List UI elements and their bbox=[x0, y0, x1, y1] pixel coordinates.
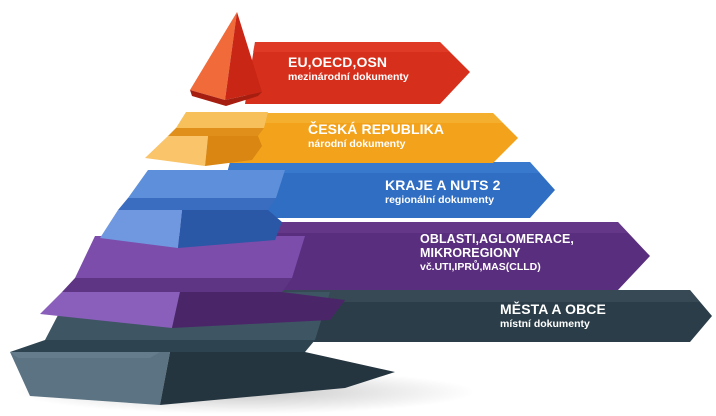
label-level-5: MĚSTA A OBCE místní dokumenty bbox=[500, 301, 606, 330]
pyramid-layer-3 bbox=[100, 170, 285, 248]
banner-level-3 bbox=[215, 162, 555, 218]
pyramid-layer-1 bbox=[190, 12, 262, 106]
label-level-4-title-line1: OBLASTI,AGLOMERACE, bbox=[420, 232, 574, 246]
label-level-1-subtitle: mezinárodní dokumenty bbox=[288, 70, 409, 83]
label-level-2: ČESKÁ REPUBLIKA národní dokumenty bbox=[308, 121, 445, 150]
label-level-4-subtitle: vč.UTI,IPRŮ,MAS(CLLD) bbox=[420, 261, 541, 273]
label-level-2-title: ČESKÁ REPUBLIKA bbox=[308, 121, 445, 137]
label-level-3-title: KRAJE A NUTS 2 bbox=[385, 177, 501, 193]
pyramid-layer-4 bbox=[40, 236, 345, 328]
label-level-5-title: MĚSTA A OBCE bbox=[500, 301, 606, 317]
label-level-4-title-line2: MIKROREGIONY bbox=[420, 246, 521, 260]
banner-level-2 bbox=[230, 113, 518, 163]
banner-level-4 bbox=[230, 222, 650, 290]
label-level-1-title: EU,OECD,OSN bbox=[288, 54, 388, 70]
pyramid-layer-2 bbox=[145, 112, 268, 166]
banner-level-1 bbox=[245, 42, 470, 104]
label-level-3-subtitle: regionální dokumenty bbox=[385, 193, 495, 206]
label-level-3: KRAJE A NUTS 2 regionální dokumenty bbox=[385, 177, 501, 206]
label-level-4: OBLASTI,AGLOMERACE, MIKROREGIONY vč.UTI,… bbox=[420, 232, 574, 274]
label-level-1: EU,OECD,OSN mezinárodní dokumenty bbox=[288, 54, 409, 83]
label-level-2-subtitle: národní dokumenty bbox=[308, 137, 406, 150]
label-level-5-subtitle: místní dokumenty bbox=[500, 317, 590, 330]
banner-level-5 bbox=[260, 290, 712, 342]
